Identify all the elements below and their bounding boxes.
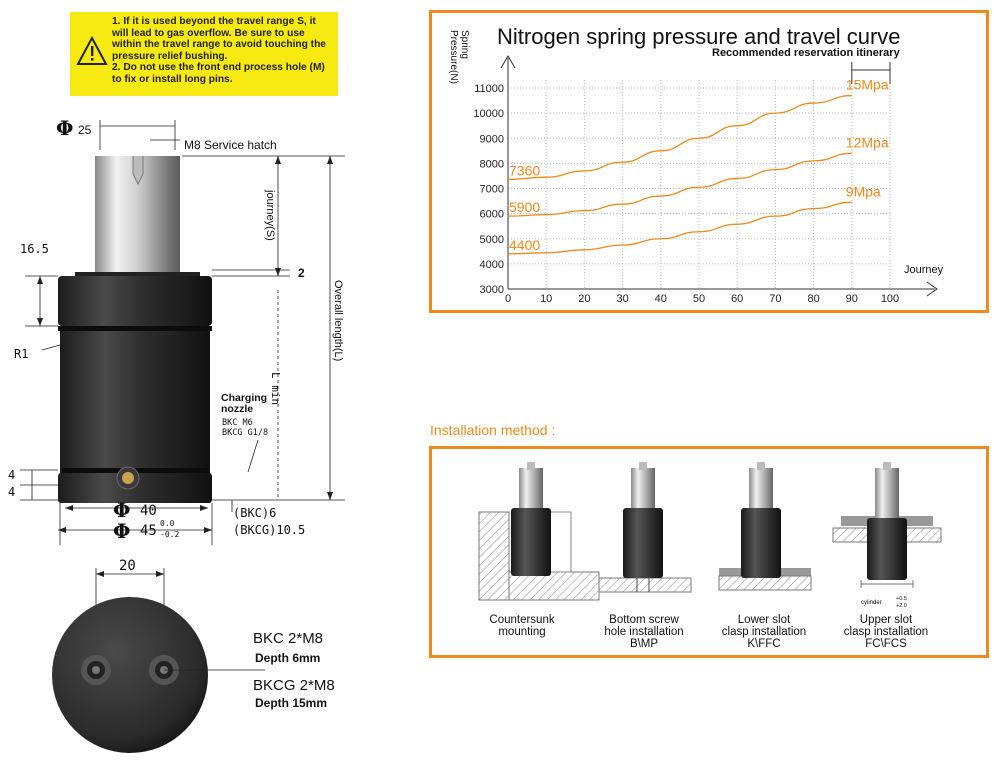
series-start-label: 7360 bbox=[509, 162, 540, 178]
bkc-m6-label: BKC M6 bbox=[222, 418, 253, 428]
y-tick-label: 7000 bbox=[480, 184, 504, 196]
y-tick-label: 8000 bbox=[480, 158, 504, 170]
x-tick-label: 50 bbox=[693, 293, 705, 305]
x-tick-label: 10 bbox=[540, 293, 552, 305]
series-start-label: 4400 bbox=[509, 237, 540, 253]
method-caption-bottom-screw: Bottom screw hole installation B\MP bbox=[604, 614, 684, 650]
depth-15-label: Depth 15mm bbox=[255, 696, 328, 710]
x-tick-label: 90 bbox=[846, 293, 858, 305]
dim-20: 20 bbox=[119, 558, 136, 574]
phi45-symbol: Φ bbox=[113, 519, 131, 543]
series-line-15Mpa bbox=[507, 94, 852, 181]
phi40-value: 40 bbox=[140, 503, 157, 519]
bkc6-label: (BKC)6 bbox=[233, 506, 277, 520]
bkcg-thread-label: BKCG 2*M8 bbox=[253, 677, 335, 694]
l-min-label: L min bbox=[269, 372, 282, 406]
chart-annotation: Recommended reservation itinerary bbox=[712, 47, 900, 59]
installation-illustrations bbox=[478, 462, 942, 601]
y-tick-label: 9000 bbox=[480, 133, 504, 145]
x-tick-label: 80 bbox=[807, 293, 819, 305]
warning-box: 1. If it is used beyond the travel range… bbox=[70, 12, 338, 96]
dim-4b: 4 bbox=[8, 485, 16, 499]
dim-2: 2 bbox=[298, 266, 305, 280]
series-label-15Mpa: 15Mpa bbox=[846, 77, 889, 93]
y-tick-label: 3000 bbox=[480, 284, 504, 296]
phi25-value: 25 bbox=[78, 123, 92, 137]
series-start-label: 5900 bbox=[509, 199, 540, 215]
installation-title: Installation method : bbox=[430, 422, 556, 438]
phi45-tol-upper: 0.0 bbox=[160, 519, 175, 528]
pressure-chart-panel bbox=[429, 10, 989, 313]
x-tick-label: 60 bbox=[731, 293, 743, 305]
y-tick-label: 10000 bbox=[473, 108, 504, 120]
x-tick-label: 20 bbox=[578, 293, 590, 305]
x-tick-label: 100 bbox=[881, 293, 899, 305]
phi25-symbol: Φ bbox=[56, 116, 74, 140]
series-label-12Mpa: 12Mpa bbox=[846, 134, 889, 150]
phi40-symbol: Φ bbox=[113, 498, 131, 522]
y-tick-label: 6000 bbox=[480, 209, 504, 221]
journey-s-label: journey(S) bbox=[264, 190, 276, 241]
warning-text: 1. If it is used beyond the travel range… bbox=[112, 16, 326, 85]
x-tick-label: 30 bbox=[616, 293, 628, 305]
method-caption-lower-slot: Lower slot clasp installation K\FFC bbox=[721, 614, 807, 650]
y-axis-arrow bbox=[500, 55, 516, 69]
x-tick-label: 70 bbox=[769, 293, 781, 305]
method-caption-countersunk: Countersunk mounting bbox=[489, 614, 555, 638]
overall-length-label: Overall length(L) bbox=[332, 280, 344, 362]
warning-icon bbox=[76, 36, 108, 65]
installation-panel bbox=[429, 446, 989, 658]
bkcg10-5-label: (BKCG)10.5 bbox=[233, 523, 306, 537]
dim-4a: 4 bbox=[8, 468, 16, 482]
y-tick-label: 4000 bbox=[480, 259, 504, 271]
y-tick-label: 11000 bbox=[474, 83, 504, 95]
method-caption-upper-slot: Upper slot clasp installation FC\FCS bbox=[843, 614, 929, 650]
small-tol-lower: +2.0 bbox=[896, 603, 907, 609]
phi45-tol-lower: -0.2 bbox=[160, 530, 180, 539]
series-line-9Mpa bbox=[507, 201, 852, 255]
chart-title: Nitrogen spring pressure and travel curv… bbox=[497, 24, 901, 49]
phi45-value: 45 bbox=[140, 523, 157, 539]
cylinder-side-drawing bbox=[20, 120, 345, 545]
x-axis-arrow bbox=[926, 281, 938, 297]
chart-xlabel: Journey bbox=[904, 264, 944, 276]
series-label-9Mpa: 9Mpa bbox=[846, 183, 881, 199]
dim-16-5: 16.5 bbox=[20, 242, 49, 256]
r1-label: R1 bbox=[14, 347, 29, 361]
service-hatch-label: M8 Service hatch bbox=[184, 138, 277, 152]
x-tick-label: 40 bbox=[655, 293, 667, 305]
y-tick-label: 5000 bbox=[480, 234, 504, 246]
bkc-thread-label: BKC 2*M8 bbox=[253, 630, 324, 647]
bkcg-g18-label: BKCG G1/8 bbox=[222, 428, 269, 438]
small-note: cylinder bbox=[861, 600, 882, 606]
small-tol-upper: +0.5 bbox=[896, 596, 907, 602]
pressure-chart: 0 10 20 30 40 50 60 70 80 90 100 3000 4000 5000 6000 70… bbox=[473, 55, 938, 305]
depth-6-label: Depth 6mm bbox=[255, 651, 321, 665]
charging-nozzle-label: Charging nozzle bbox=[221, 392, 268, 415]
cylinder-bottom-view bbox=[52, 568, 265, 753]
series-line-12Mpa bbox=[507, 152, 852, 217]
x-tick-label: 0 bbox=[505, 293, 511, 305]
